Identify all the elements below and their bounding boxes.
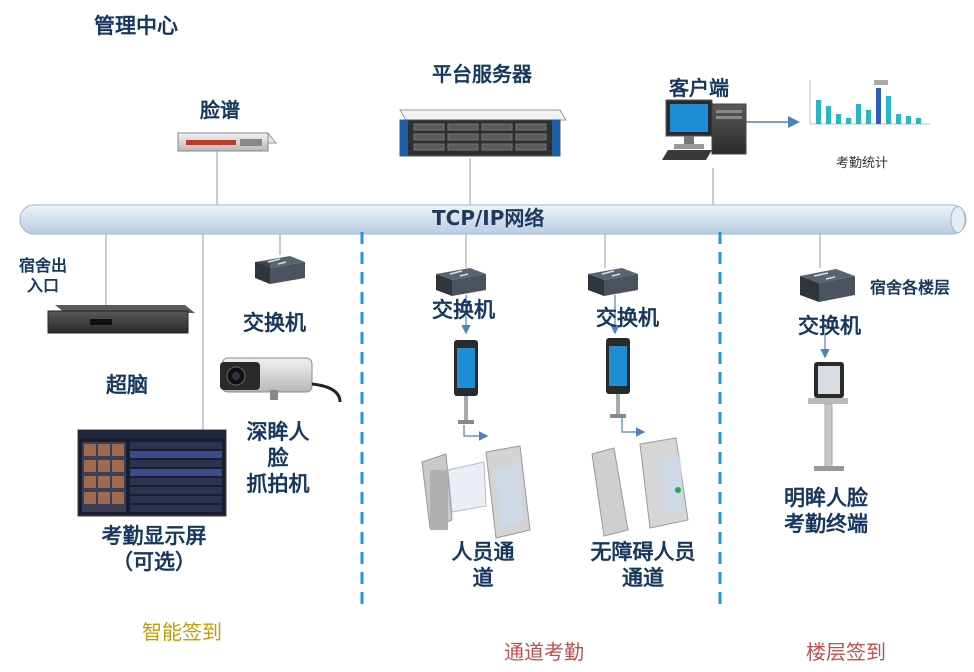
terminal-label-line2: 考勤终端	[784, 512, 868, 536]
switch-4-label: 交换机	[798, 314, 861, 338]
camera-label-line3: 抓拍机	[246, 472, 310, 496]
personnel-gate-label-line2: 道	[472, 566, 494, 590]
bus-end-cap	[950, 206, 966, 233]
display-screen-icon	[77, 429, 227, 517]
barrier-free-gate-label-line2: 通道	[622, 566, 664, 590]
switch-3-label: 交换机	[596, 306, 659, 330]
platform-server-label: 平台服务器	[432, 62, 532, 86]
arrow-terminal-to-gate-2	[621, 418, 646, 437]
switch-2-label: 交换机	[432, 298, 495, 322]
tcp-ip-bus	[19, 204, 967, 235]
attendance-stats-label: 考勤统计	[836, 156, 889, 171]
personnel-gate-label-line1: 人员通	[451, 540, 515, 564]
client-pc-icon	[662, 99, 747, 160]
dorm-entrance-label-line1: 宿舍出	[18, 256, 67, 275]
nvr-label: 超脑	[106, 373, 148, 397]
camera-label-line2: 脸	[267, 446, 289, 470]
client-label: 客户端	[669, 76, 729, 100]
terminal-label-line1: 明眸人脸	[784, 486, 868, 510]
face-library-server-icon	[176, 132, 278, 152]
nvr-icon	[47, 305, 195, 334]
platform-server-icon	[399, 109, 567, 157]
zone-floor-checkin-label: 楼层签到	[806, 640, 886, 664]
face-terminal-2-icon	[606, 338, 630, 418]
switch-1-icon	[255, 256, 305, 284]
display-label-line1: 考勤显示屏	[101, 524, 207, 548]
stats-chart-icon	[809, 80, 930, 125]
camera-label-line1: 深眸人	[246, 420, 310, 444]
switch-3-icon	[588, 268, 638, 296]
tcp-ip-network-label: TCP/IP网络	[432, 206, 545, 230]
personnel-gate-icon	[421, 445, 531, 539]
management-center-title: 管理中心	[94, 14, 178, 38]
camera-icon	[220, 357, 342, 403]
zone-channel-attendance-label: 通道考勤	[504, 640, 584, 664]
face-terminal-3-icon	[808, 362, 848, 471]
face-terminal-1-icon	[454, 340, 478, 424]
switch-2-icon	[436, 268, 486, 296]
display-label-line2: （可选）	[112, 550, 196, 574]
dorm-entrance-label-line2: 入口	[26, 276, 59, 295]
face-library-label: 脸谱	[200, 98, 240, 122]
barrier-free-gate-icon	[591, 437, 689, 537]
arrow-terminal-to-gate-1	[463, 425, 489, 441]
zone-smart-checkin-label: 智能签到	[142, 620, 222, 644]
switch-4-icon	[800, 269, 855, 302]
barrier-free-gate-label-line1: 无障碍人员	[590, 540, 696, 564]
dorm-floors-label: 宿舍各楼层	[870, 278, 951, 297]
switch-1-label: 交换机	[243, 311, 306, 335]
